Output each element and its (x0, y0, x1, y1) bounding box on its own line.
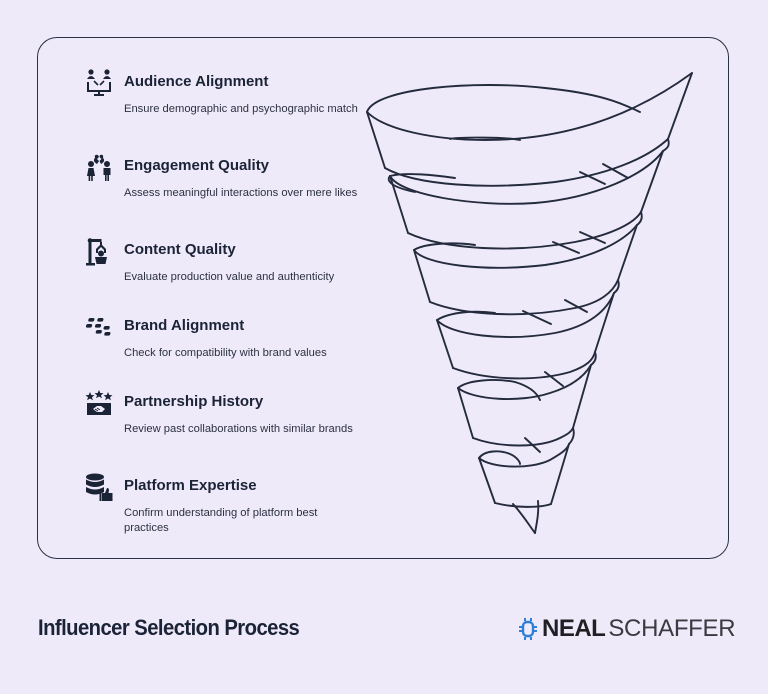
blackberry-icon (84, 312, 114, 342)
database-thumbs-up-icon (84, 472, 114, 502)
step-title: Content Quality (124, 241, 236, 258)
step-description: Ensure demographic and psychographic mat… (124, 103, 358, 115)
robot-arm-icon (84, 236, 114, 266)
step-title: Brand Alignment (124, 317, 245, 334)
step-description: Review past collaborations with similar … (124, 423, 353, 435)
content-card (37, 37, 729, 559)
chip-logo-icon (518, 617, 538, 641)
broken-heart-couple-icon (84, 152, 114, 182)
logo-text-light: SCHAFFER (608, 615, 736, 642)
logo-text-bold: NEAL (542, 615, 606, 642)
step-title: Partnership History (124, 393, 264, 410)
neal-schaffer-logo: NEAL SCHAFFER (518, 614, 736, 644)
step-title: Engagement Quality (124, 157, 270, 174)
handshake-stars-icon (84, 388, 114, 418)
step-title: Platform Expertise (124, 477, 257, 494)
step-title: Audience Alignment (124, 73, 269, 90)
audience-monitor-icon (84, 68, 114, 98)
spiral-funnel-illustration (355, 60, 705, 545)
step-description: Confirm understanding of platform best p… (124, 507, 318, 534)
page-title: Influencer Selection Process (38, 615, 300, 640)
step-description: Assess meaningful interactions over mere… (124, 187, 358, 199)
step-description: Check for compatibility with brand value… (124, 347, 327, 359)
step-description: Evaluate production value and authentici… (124, 271, 335, 283)
